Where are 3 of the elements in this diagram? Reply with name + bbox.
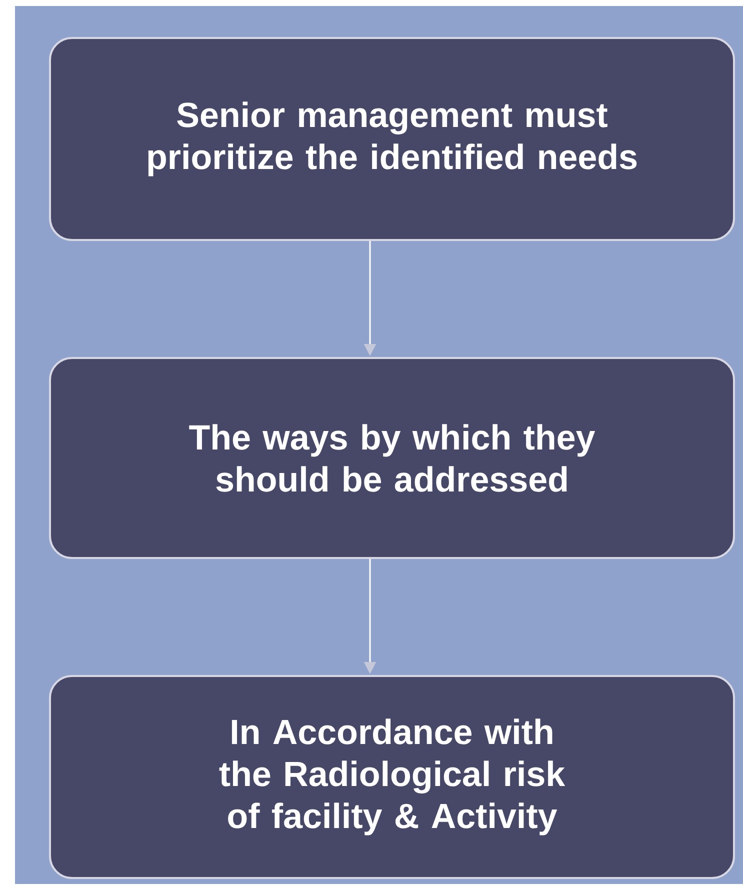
process-box: In Accordance with the Radiological risk of facility & Activity (49, 675, 735, 879)
process-box: Senior management must prioritize the identified needs (49, 36, 735, 241)
process-box: The ways by which they should be addressed (49, 357, 735, 559)
